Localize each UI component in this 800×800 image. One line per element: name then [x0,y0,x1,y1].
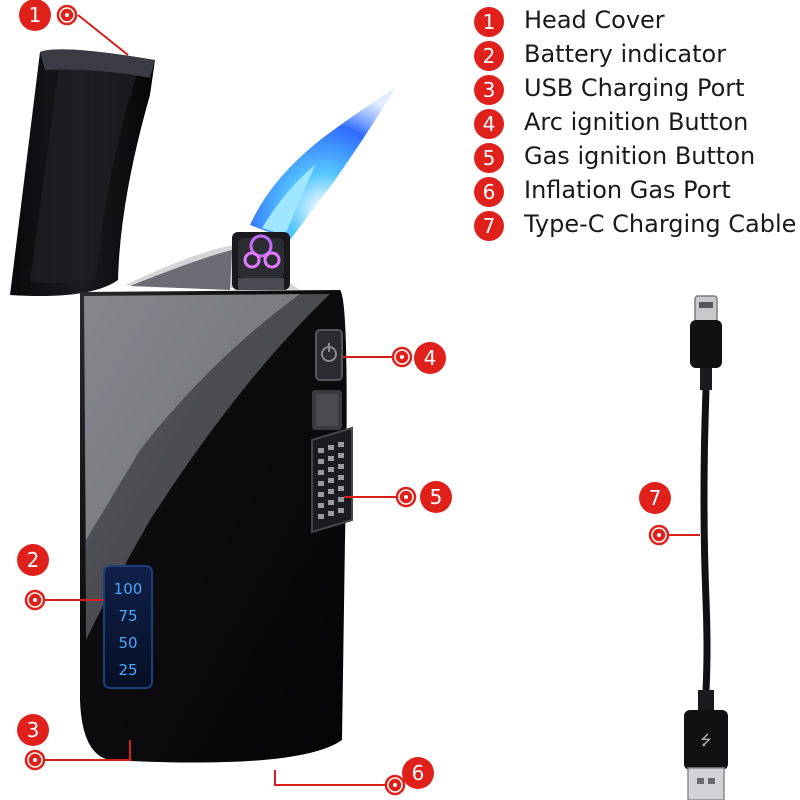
usb-symbol-icon: ⭍ [700,733,712,749]
callout-1: 1 [19,0,51,31]
head-cover [10,49,155,297]
callout-number: 1 [29,3,42,27]
arc-ignition-button [315,329,343,381]
callout-number: 4 [424,346,437,370]
battery-level-label: 75 [118,607,137,625]
callout-5: 5 [420,481,452,513]
callout-7: 7 [639,482,671,514]
flame [250,88,395,240]
legend-number: 5 [474,143,504,173]
type-c-charging-cable: ⭍ [684,295,728,800]
legend-item-usb-charging-port: 3 USB Charging Port [474,72,800,106]
legend-label: Gas ignition Button [524,142,756,170]
micro-usb-tip [694,295,718,323]
legend-number: 4 [474,109,504,139]
gas-ignition-button [311,426,353,534]
legend-label: Head Cover [524,6,665,34]
callout-3: 3 [17,714,49,746]
legend-number: 2 [474,41,504,71]
legend-item-head-cover: 1 Head Cover [474,4,800,38]
usb-a-plug [687,767,725,800]
callout-number: 2 [27,548,40,572]
callout-number: 5 [430,485,443,509]
legend-item-type-c-charging-cable: 7 Type-C Charging Cable [474,208,800,242]
legend-number: 7 [474,211,504,241]
battery-indicator: 100 75 50 25 [103,565,153,689]
callout-number: 6 [412,761,425,785]
legend-label: Type-C Charging Cable [524,210,797,238]
legend-number: 1 [474,7,504,37]
callout-2: 2 [17,544,49,576]
legend-item-inflation-gas-port: 6 Inflation Gas Port [474,174,800,208]
legend: 1 Head Cover 2 Battery indicator 3 USB C… [474,4,800,242]
arc-electrode-head [232,232,290,290]
legend-label: Arc ignition Button [524,108,749,136]
legend-number: 6 [474,177,504,207]
callout-number: 7 [649,486,662,510]
callout-4: 4 [414,342,446,374]
legend-item-arc-ignition-button: 4 Arc ignition Button [474,106,800,140]
battery-level-label: 50 [118,634,137,652]
target-markers [24,4,670,796]
side-grip [312,390,342,430]
callout-6: 6 [402,757,434,789]
battery-level-label: 25 [118,661,137,679]
legend-label: Battery indicator [524,40,727,68]
callout-number: 3 [27,718,40,742]
legend-item-battery-indicator: 2 Battery indicator [474,38,800,72]
legend-number: 3 [474,75,504,105]
legend-label: USB Charging Port [524,74,745,102]
battery-level-label: 100 [114,580,143,598]
legend-label: Inflation Gas Port [524,176,731,204]
legend-item-gas-ignition-button: 5 Gas ignition Button [474,140,800,174]
